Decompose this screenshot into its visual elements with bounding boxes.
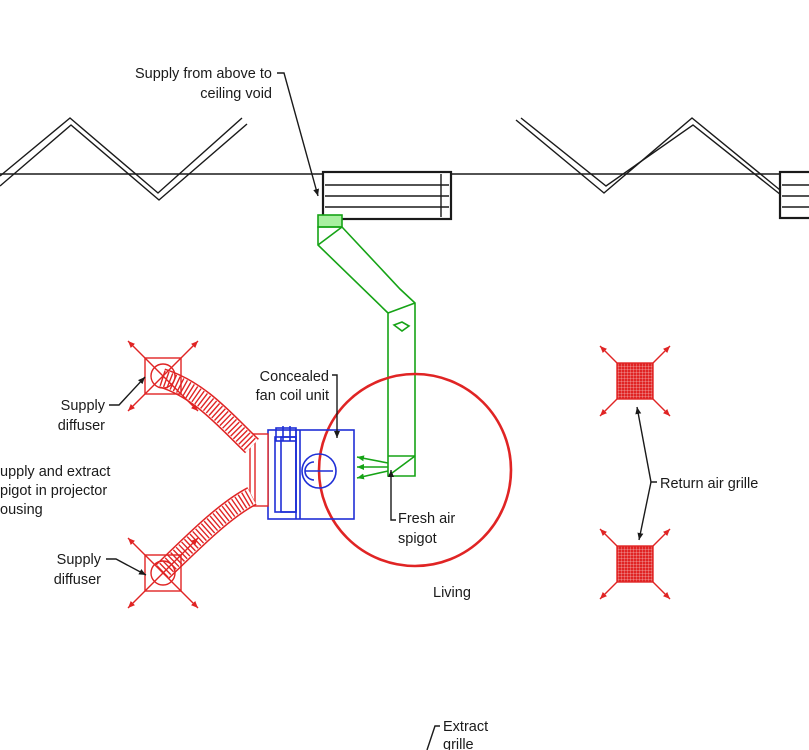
- label-fresh-air-line2: spigot: [398, 531, 437, 547]
- label-fresh-air-line1: Fresh air: [398, 511, 455, 527]
- supply-diffuser-top: [127, 340, 199, 412]
- fan-coil-unit: [267, 426, 355, 520]
- label-supply-from-above-line1: Supply from above to: [135, 66, 272, 82]
- label-return-air-grille: Return air grille: [660, 476, 758, 492]
- label-supply-diffuser-top-line1: Supply: [61, 398, 106, 414]
- label-supply-from-above-line2: ceiling void: [200, 86, 272, 102]
- projector-zone-circle: [317, 372, 513, 568]
- truss-left: [0, 117, 248, 201]
- leader-extract-grille: [426, 725, 440, 750]
- label-concealed-fcu-line1: Concealed: [260, 369, 329, 385]
- label-room-living: Living: [433, 585, 471, 601]
- ceiling-supply-unit: [321, 170, 453, 221]
- label-extract-grille-line1: Extract: [443, 719, 488, 735]
- flex-duct-lower: [155, 487, 257, 580]
- leader-fresh-air: [388, 470, 396, 521]
- leader-concealed-fcu: [332, 374, 340, 438]
- fresh-air-duct: [317, 214, 416, 480]
- label-spigot-line2: pigot in projector: [0, 483, 107, 499]
- leader-supply-diffuser-bottom: [106, 558, 147, 576]
- label-spigot-line1: upply and extract: [0, 464, 110, 480]
- leader-return-air-bottom: [637, 481, 652, 541]
- return-air-grille-top: [599, 345, 671, 417]
- label-supply-diffuser-bottom-line1: Supply: [57, 552, 102, 568]
- leader-return-air-top: [635, 406, 657, 483]
- label-spigot-line3: ousing: [0, 502, 43, 518]
- leader-supply-from-above: [277, 72, 320, 197]
- label-concealed-fcu-line2: fan coil unit: [256, 388, 329, 404]
- leader-supply-diffuser-top: [109, 376, 146, 406]
- label-supply-diffuser-bottom-line2: diffuser: [54, 572, 101, 588]
- supply-diffuser-bottom: [127, 537, 199, 609]
- return-air-grille-bottom: [599, 528, 671, 600]
- truss-right: [515, 117, 782, 196]
- label-extract-grille-line2: grille: [443, 737, 474, 750]
- ceiling-unit-right-edge: [778, 170, 809, 220]
- label-supply-diffuser-top-line2: diffuser: [58, 418, 105, 434]
